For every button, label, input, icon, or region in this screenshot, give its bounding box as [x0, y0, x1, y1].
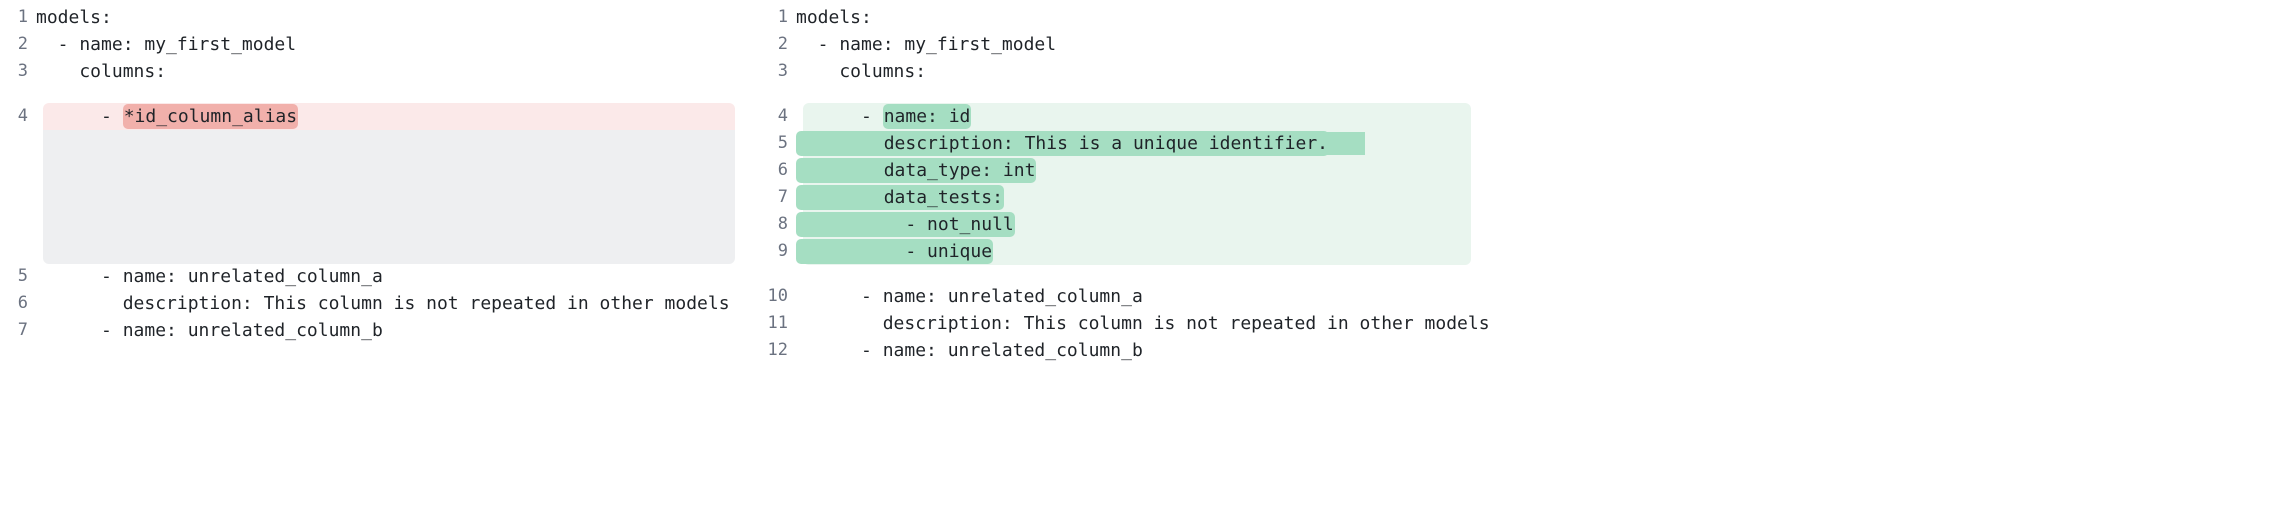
code-line[interactable]: 11 description: This column is not repea…: [760, 310, 2278, 337]
line-content: models:: [36, 7, 112, 28]
code-line[interactable]: 3 columns:: [760, 58, 2278, 85]
line-content: description: This is a unique identifier…: [796, 130, 2278, 157]
line-number: 7: [17, 320, 28, 340]
line-content: - name: my_first_model: [796, 34, 1057, 55]
line-content: columns:: [796, 61, 927, 82]
added-token: name: id: [882, 104, 972, 129]
line-number: 3: [17, 61, 28, 81]
before-yaml-pane[interactable]: 1 models: 2 - name: my_first_model 3 col…: [0, 0, 760, 528]
line-gap: [0, 85, 760, 103]
code-line[interactable]: 3 columns:: [0, 58, 760, 85]
added-token: - not_null: [796, 212, 1015, 237]
line-number: 9: [777, 241, 788, 261]
line-content: - name: my_first_model: [36, 34, 297, 55]
line-number: 6: [777, 160, 788, 180]
removed-token: *id_column_alias: [122, 104, 299, 129]
line-content: description: This column is not repeated…: [36, 293, 730, 314]
line-content: description: This column is not repeated…: [796, 313, 1490, 334]
code-line[interactable]: 10 - name: unrelated_column_a: [760, 283, 2278, 310]
code-line[interactable]: 1 models:: [0, 4, 760, 31]
added-token: data_type: int: [796, 158, 1037, 183]
added-token: data_tests:: [796, 185, 1004, 210]
line-content: - name: unrelated_column_a: [36, 266, 383, 287]
line-gap: [760, 85, 2278, 103]
line-content: - name: unrelated_column_b: [796, 340, 1143, 361]
line-number: 8: [777, 214, 788, 234]
line-number: 1: [17, 7, 28, 27]
line-number: 11: [767, 313, 788, 333]
code-line[interactable]: 7 - name: unrelated_column_b: [0, 317, 760, 344]
line-content: models:: [796, 7, 872, 28]
code-line[interactable]: 5 - name: unrelated_column_a: [0, 263, 760, 290]
code-line-added[interactable]: 9 - unique: [760, 238, 2278, 265]
line-number: 2: [777, 34, 788, 54]
line-number: 7: [777, 187, 788, 207]
line-indent: -: [796, 106, 883, 127]
code-line-added[interactable]: 7 data_tests:: [760, 184, 2278, 211]
added-token: - unique: [796, 239, 994, 264]
line-number: 2: [17, 34, 28, 54]
line-content: columns:: [36, 61, 167, 82]
code-line[interactable]: 1 models:: [760, 4, 2278, 31]
code-line-added[interactable]: 5 description: This is a unique identifi…: [760, 130, 2278, 157]
line-content: - name: unrelated_column_b: [36, 320, 383, 341]
code-line[interactable]: 2 - name: my_first_model: [760, 31, 2278, 58]
code-line[interactable]: 12 - name: unrelated_column_b: [760, 337, 2278, 364]
line-number: 6: [17, 293, 28, 313]
line-content: data_type: int: [796, 157, 2278, 184]
line-number: 5: [17, 266, 28, 286]
code-line[interactable]: 6 description: This column is not repeat…: [0, 290, 760, 317]
line-number: 5: [777, 133, 788, 153]
added-token: description: This is a unique identifier…: [796, 131, 1330, 156]
line-number: 1: [777, 7, 788, 27]
line-number: 12: [767, 340, 788, 360]
code-line-added[interactable]: 8 - not_null: [760, 211, 2278, 238]
line-content: - unique: [796, 238, 2278, 265]
after-yaml-pane[interactable]: 1 models: 2 - name: my_first_model 3 col…: [760, 0, 2278, 528]
line-indent: -: [36, 106, 123, 127]
code-line[interactable]: 2 - name: my_first_model: [0, 31, 760, 58]
line-number: 10: [767, 286, 788, 306]
line-number: 3: [777, 61, 788, 81]
line-number: 4: [777, 106, 788, 126]
line-content: - name: id: [796, 103, 2278, 130]
code-line-added[interactable]: 4 - name: id: [760, 103, 2278, 130]
collapsed-anchor-region: [43, 130, 735, 264]
line-gap: [760, 265, 2278, 283]
code-line-removed[interactable]: 4 - *id_column_alias: [0, 103, 760, 130]
line-content: - name: unrelated_column_a: [796, 286, 1143, 307]
line-content: - not_null: [796, 211, 2278, 238]
code-line-added[interactable]: 6 data_type: int: [760, 157, 2278, 184]
line-number: 4: [17, 106, 28, 126]
line-content: data_tests:: [796, 184, 2278, 211]
line-content: - *id_column_alias: [36, 103, 760, 130]
